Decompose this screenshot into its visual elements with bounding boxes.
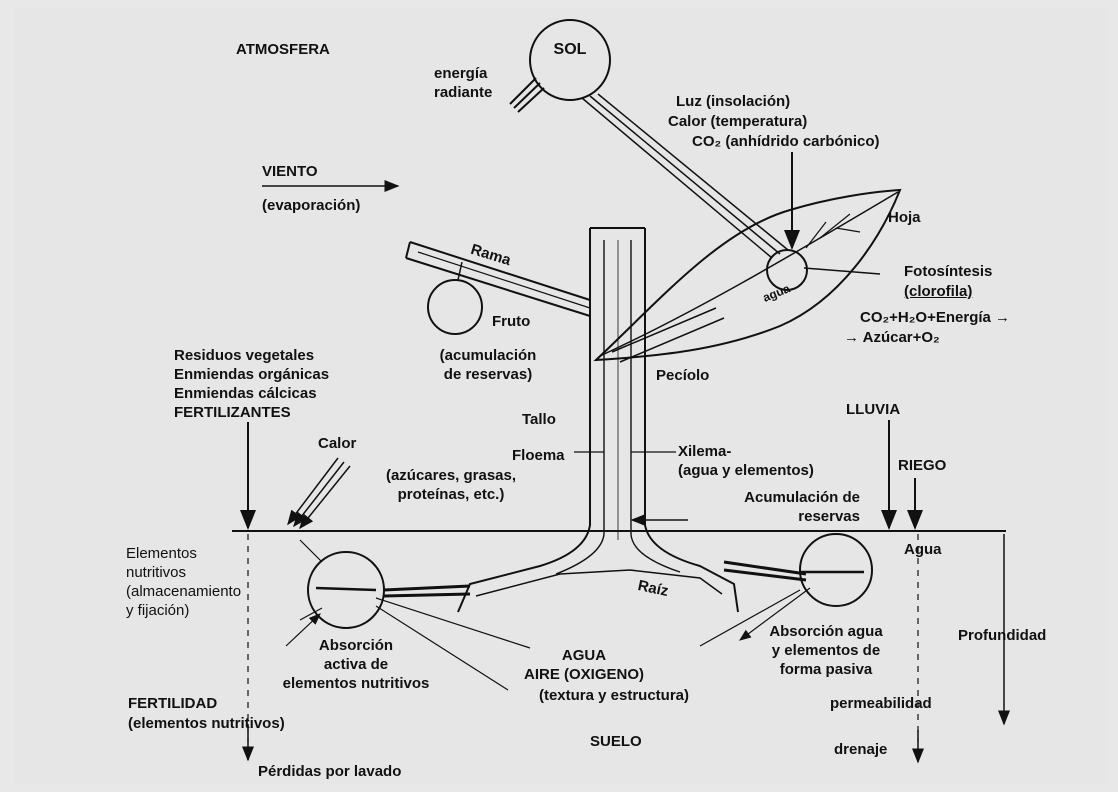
xylem-label: Xilema- (agua y elementos) bbox=[678, 442, 814, 480]
stem-reserves-label: Acumulación de reservas bbox=[670, 488, 860, 526]
fruit-circle bbox=[428, 280, 482, 334]
fruit-reserves-label: (acumulación de reservas) bbox=[408, 346, 568, 384]
passive-absorption-label: Absorción agua y elementos de forma pasi… bbox=[726, 622, 926, 679]
left-root bbox=[384, 586, 470, 596]
depth-label: Profundidad bbox=[958, 626, 1046, 645]
active-absorption-label: Absorción activa de elementos nutritivos bbox=[256, 636, 456, 693]
equation-line-2: → Azúcar+O₂ bbox=[844, 328, 940, 347]
fruit-label: Fruto bbox=[492, 312, 530, 331]
drainage-label: drenaje bbox=[834, 740, 887, 759]
amendments-label: Residuos vegetales Enmiendas orgánicas E… bbox=[174, 346, 329, 403]
fertilizers-label: FERTILIZANTES bbox=[174, 403, 291, 422]
petiole-label: Pecíolo bbox=[656, 366, 709, 385]
light-label: Luz (insolación) bbox=[676, 92, 790, 111]
radiant-rays bbox=[510, 78, 544, 112]
texture-structure-label: (textura y estructura) bbox=[494, 686, 734, 705]
equation-line-1: CO₂+H₂O+Energía → bbox=[860, 308, 1010, 327]
irrigation-label: RIEGO bbox=[898, 456, 946, 475]
heat-arrows bbox=[288, 458, 350, 528]
phloem-description: (azúcares, grasas, proteínas, etc.) bbox=[356, 466, 546, 504]
co2-label: CO₂ (anhídrido carbónico) bbox=[692, 132, 880, 151]
rain-label: LLUVIA bbox=[846, 400, 900, 419]
soil-water-label: Agua bbox=[904, 540, 942, 559]
evaporation-label: (evaporación) bbox=[262, 196, 360, 215]
right-root-circle bbox=[800, 534, 872, 606]
soil-label: SUELO bbox=[590, 732, 642, 751]
permeability-label: permeabilidad bbox=[830, 694, 932, 713]
stem-label: Tallo bbox=[522, 410, 556, 429]
chlorophyll-label: (clorofila) bbox=[904, 282, 972, 301]
sun-label: SOL bbox=[540, 40, 600, 59]
nutrient-elements-label: Elementos nutritivos (almacenamiento y f… bbox=[126, 544, 241, 620]
right-root bbox=[724, 562, 806, 580]
phloem-label: Floema bbox=[512, 446, 565, 465]
fertility-label: FERTILIDAD bbox=[128, 694, 217, 713]
fertility-description: (elementos nutritivos) bbox=[128, 714, 285, 733]
wind-label: VIENTO bbox=[262, 162, 318, 181]
atmosphere-label: ATMOSFERA bbox=[236, 40, 330, 59]
trunk bbox=[458, 228, 738, 612]
heat-temperature-label: Calor (temperatura) bbox=[668, 112, 807, 131]
leaching-losses-label: Pérdidas por lavado bbox=[258, 762, 401, 781]
sun-circle bbox=[530, 20, 610, 100]
photosynthesis-label: Fotosíntesis bbox=[904, 262, 992, 281]
leaf-label: Hoja bbox=[888, 208, 921, 227]
heat-label: Calor bbox=[318, 434, 356, 453]
radiant-energy-label: energía radiante bbox=[434, 64, 492, 102]
water-air-label: AGUA AIRE (OXIGENO) bbox=[484, 646, 684, 684]
